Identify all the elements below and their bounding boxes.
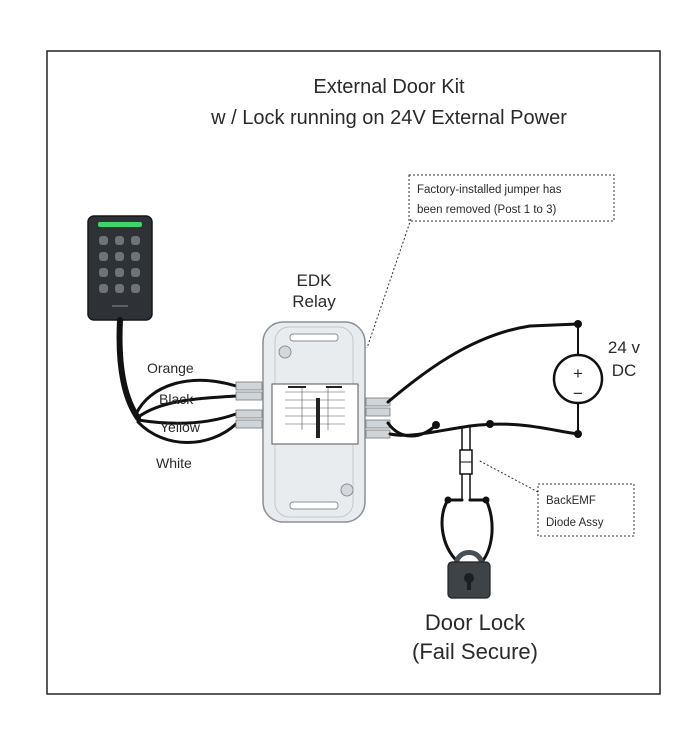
relay-left-terminals [235,381,263,429]
jumper-callout-line-2: been removed (Post 1 to 3) [417,204,557,216]
jumper-callout-leader [366,218,412,349]
wire-label-orange: Orange [147,360,194,376]
lock-label-line-2: (Fail Secure) [412,639,538,664]
wire-label-white: White [156,455,192,471]
title-line-1: External Door Kit [313,76,465,98]
diode-assembly [459,426,473,500]
relay-terminal-panel [271,383,359,445]
power-label-line-2: DC [612,361,637,380]
jumper-callout-line-1: Factory-installed jumper has [417,184,562,196]
relay-screw-top [278,345,292,359]
diode-callout-line-2: Diode Assy [546,517,604,529]
wire-label-black: Black [159,391,194,407]
wire-lock-feed [386,421,438,438]
source-plus: + [573,364,583,383]
power-label-line-1: 24 v [608,338,641,357]
keypad-reader-icon [87,215,153,321]
wire-white [136,420,238,444]
relay-label-line-2: Relay [292,292,336,311]
padlock-icon [447,550,491,599]
junction-top [574,320,582,328]
wire-supply-positive [386,322,580,404]
keypad-cable [116,317,141,421]
wire-black [135,394,238,420]
diode-callout-leader [477,459,539,493]
junction-bottom [574,430,582,438]
source-minus: − [573,384,583,403]
wire-yellow [136,412,238,425]
junction-lock-right [486,420,494,428]
edk-relay-module [235,321,391,523]
jumper-callout: Factory-installed jumper has been remove… [366,174,615,349]
lock-junction-left [444,496,452,504]
diode-callout: BackEMF Diode Assy [477,459,635,537]
wire-orange [134,378,238,416]
dc-source-icon: + − [552,353,604,405]
title-line-2: w / Lock running on 24V External Power [210,107,567,129]
lock-junction-right [482,496,490,504]
junction-lock-left [432,421,440,429]
lock-label-line-1: Door Lock [425,610,526,635]
relay-label-line-1: EDK [297,271,333,290]
relay-screw-bottom [340,483,354,497]
wire-label-yellow: Yellow [160,419,201,435]
diode-callout-line-1: BackEMF [546,495,596,507]
